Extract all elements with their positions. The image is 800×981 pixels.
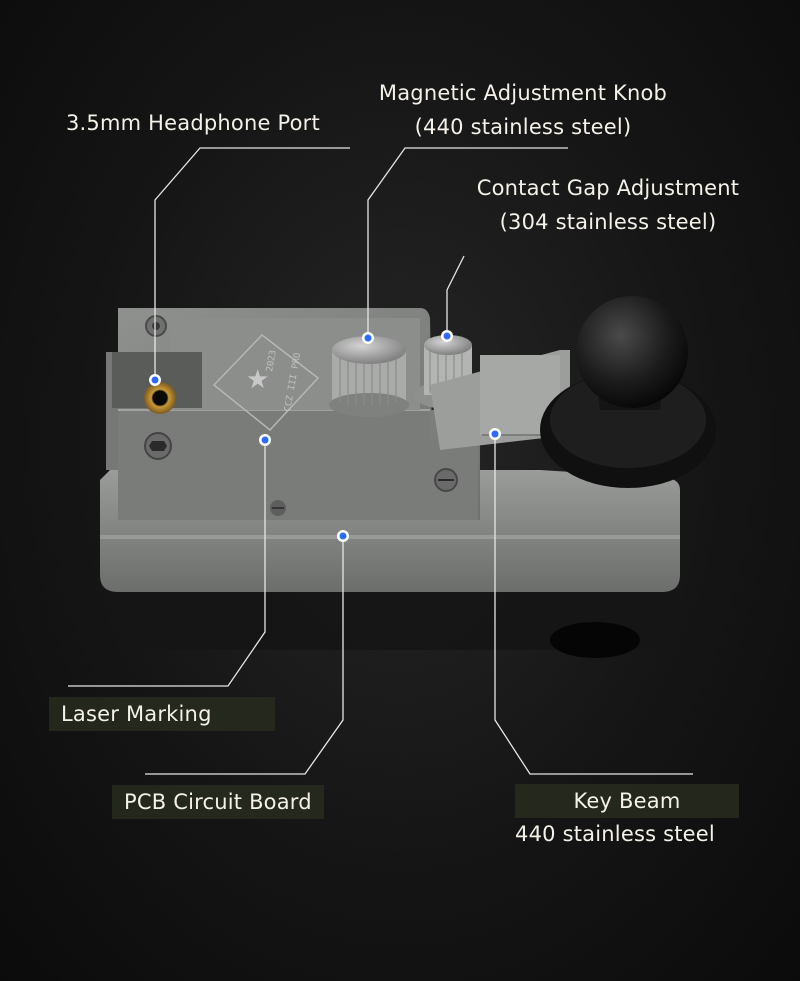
contact-gap-title: Contact Gap Adjustment (476, 176, 740, 200)
engraving-year: 2023 (265, 349, 279, 372)
pcb-label: PCB Circuit Board (112, 785, 324, 819)
leader-lines (68, 147, 693, 775)
main-block (106, 308, 480, 520)
base-reflection (120, 590, 680, 658)
star-diamond-icon: ★ (246, 365, 269, 395)
magnetic-knob-material: (440 stainless steel) (414, 115, 632, 139)
key-beam-label-material: 440 stainless steel (515, 822, 715, 846)
laser-marking-label: Laser Marking (49, 697, 275, 731)
magnetic-knob-label: Magnetic Adjustment Knob (440 stainless … (358, 76, 688, 144)
black-knob (540, 296, 716, 488)
key-beam-label-title: Key Beam (515, 784, 739, 818)
magnetic-knob (329, 336, 409, 417)
magnetic-knob-title: Magnetic Adjustment Knob (378, 81, 668, 105)
contact-gap-label: Contact Gap Adjustment (304 stainless st… (455, 171, 761, 239)
contact-gap-material: (304 stainless steel) (499, 210, 717, 234)
marker-dots (149, 330, 501, 542)
headphone-port-label: 3.5mm Headphone Port (66, 111, 320, 135)
